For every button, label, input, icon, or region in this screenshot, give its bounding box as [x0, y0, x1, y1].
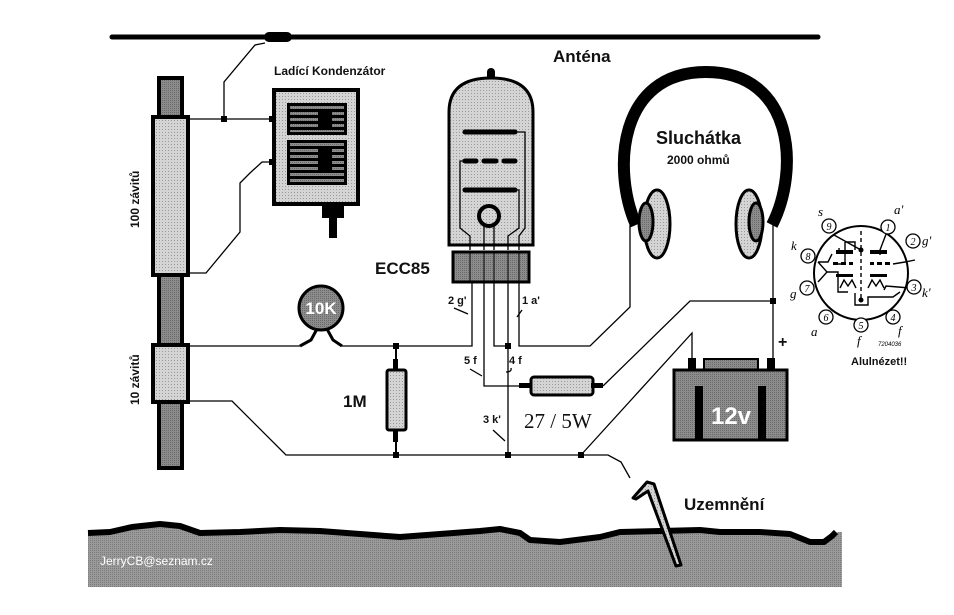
- antenna: [109, 32, 821, 42]
- battery-plus-sign: +: [778, 334, 787, 351]
- tube-base: [451, 250, 531, 284]
- pinout-num-5: 5: [859, 321, 864, 332]
- coil-tap-label: 10 závitů: [128, 354, 142, 405]
- headphones-label: Sluchátka: [656, 128, 742, 148]
- ground-rod: [631, 480, 683, 568]
- antenna-label: Anténa: [553, 47, 611, 66]
- pinout-name-5: f: [857, 333, 863, 348]
- tube-ecc85: [447, 68, 535, 284]
- wiring: [188, 42, 774, 479]
- pinout-name-3: k': [922, 285, 931, 300]
- resistor-27-5w: [519, 375, 603, 397]
- pin-label-2g: 2 g': [448, 295, 467, 307]
- pinout-num-3: 3: [911, 283, 917, 294]
- ground-label: Uzemnění: [684, 495, 766, 514]
- tube-pinout: 1 2 3 4 5 6 7 8 9 a' g' k' f f a g k s 7…: [790, 202, 932, 348]
- coil-main-winding: [151, 115, 190, 277]
- resistor-27-label: 27 / 5W: [524, 409, 592, 433]
- pinout-num-7: 7: [805, 284, 811, 295]
- junction-nodes: [221, 116, 776, 458]
- tube-heater: [477, 204, 501, 228]
- battery-terminal-plus: [767, 358, 775, 370]
- ground: [87, 480, 842, 587]
- coil-main-label: 100 závitů: [128, 171, 142, 228]
- pinout-caption: Alulnézet!!: [851, 356, 907, 368]
- pinout-num-1: 1: [886, 223, 891, 234]
- resistor-1m: [385, 346, 408, 455]
- tube-label: ECC85: [375, 259, 430, 278]
- pin-label-3k: 3 k': [483, 414, 501, 426]
- pinout-name-6: a: [811, 324, 818, 339]
- credit-text: JerryCB@seznam.cz: [100, 554, 213, 568]
- pinout-num-4: 4: [891, 313, 896, 324]
- antenna-clamp: [264, 32, 292, 42]
- pinout-name-4: f: [898, 323, 904, 338]
- battery-label: 12v: [711, 403, 752, 430]
- pinout-num-9: 9: [827, 222, 832, 233]
- pinout-name-1: a': [894, 202, 904, 217]
- pinout-num-6: 6: [824, 313, 829, 324]
- headphones-impedance: 2000 ohmů: [667, 153, 730, 167]
- headphones: [617, 65, 793, 260]
- pin-label-4f: 4 f: [509, 355, 522, 367]
- pinout-name-2: g': [922, 233, 932, 248]
- pinout-name-7: g: [790, 286, 797, 301]
- battery-12v: [672, 358, 789, 442]
- pinout-num-8: 8: [806, 252, 811, 263]
- coil-tap-winding: [151, 343, 190, 404]
- pin-label-1a: 1 a': [522, 295, 540, 307]
- pinout-name-9: s: [818, 204, 823, 219]
- ground-surface-line: [87, 521, 839, 545]
- tuning-capacitor: [269, 88, 360, 238]
- resistor-1m-label: 1M: [343, 392, 367, 411]
- pin-label-5f: 5 f: [464, 355, 477, 367]
- capacitor-shaft: [329, 216, 337, 238]
- battery-terminal-minus: [688, 358, 696, 370]
- pinout-name-8: k: [791, 238, 797, 253]
- coil-rod: [151, 76, 190, 470]
- pinout-code: 7204036: [878, 342, 902, 348]
- potentiometer-10k: [297, 284, 345, 348]
- capacitor-shaft-base: [322, 206, 344, 218]
- potentiometer-label: 10K: [305, 299, 337, 318]
- tuning-capacitor-label: Ladící Kondenzátor: [274, 64, 386, 78]
- pinout-num-2: 2: [911, 237, 916, 248]
